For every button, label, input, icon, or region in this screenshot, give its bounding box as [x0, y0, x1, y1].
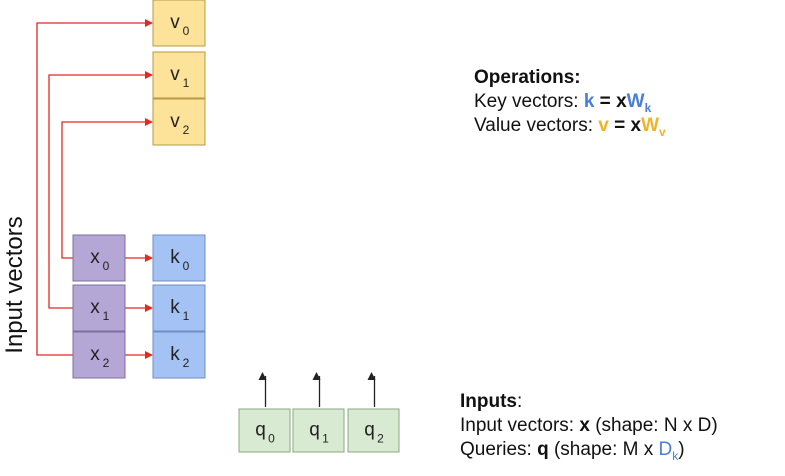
side-label-container: Input vectors: [1, 216, 28, 353]
value-weight-symbol: W: [641, 115, 660, 136]
value-vectors-formula: Value vectors: v = xWv: [474, 114, 666, 138]
query-box-2-subscript: 2: [377, 432, 384, 446]
query-box-1-label: q: [309, 420, 320, 441]
key-box-2-subscript: 2: [183, 356, 190, 370]
key-equals: =: [594, 91, 617, 112]
operations-title: Operations:: [474, 67, 581, 88]
inputs-colon: :: [517, 391, 523, 412]
value-weight-subscript: v: [659, 125, 666, 139]
operations-panel: Operations: Key vectors: k = xWk Value v…: [474, 66, 666, 138]
value-box-0-label: v: [170, 12, 180, 33]
query-box-2-label: q: [364, 420, 375, 441]
query-box-0-subscript: 0: [268, 432, 275, 446]
query-box-1-subscript: 1: [322, 432, 329, 446]
input-shape-text: (shape: N x D): [589, 415, 718, 436]
value-box-0-subscript: 0: [183, 24, 190, 38]
key-x-symbol: x: [616, 91, 627, 112]
key-box-0-subscript: 0: [183, 259, 190, 273]
value-equals: =: [608, 115, 631, 136]
key-vectors-formula: Key vectors: k = xWk: [474, 90, 666, 114]
value-box-2-label: v: [170, 111, 180, 132]
value-x-symbol: x: [630, 115, 642, 136]
query-shape-suffix: ): [678, 439, 685, 460]
inputs-panel: Inputs: Input vectors: x (shape: N x D) …: [460, 390, 718, 462]
input-vectors-side-label: Input vectors: [1, 216, 28, 353]
query-shape-prefix: (shape: M x: [548, 439, 659, 460]
connector-arrows: [36, 19, 376, 407]
query-box-0-label: q: [255, 420, 266, 441]
input-box-1-label: x: [90, 297, 100, 318]
key-box-1-subscript: 1: [183, 309, 190, 323]
query-q-symbol: q: [537, 439, 549, 460]
queries-text: Queries:: [460, 439, 538, 460]
key-vector-symbol: k: [583, 91, 595, 112]
input-x-symbol: x: [579, 415, 590, 436]
input-box-1-subscript: 1: [103, 309, 110, 323]
key-box-0-label: k: [170, 247, 180, 268]
value-vectors-label: Value vectors:: [474, 115, 599, 136]
bus-arrow-x1-to-v1: [48, 71, 153, 309]
query-dim-symbol: D: [658, 439, 673, 460]
key-box-1-label: k: [170, 297, 180, 318]
input-vectors-text: Input vectors:: [460, 415, 580, 436]
input-box-0-label: x: [90, 247, 100, 268]
inputs-heading: Inputs:: [460, 390, 718, 414]
value-box-2-subscript: 2: [183, 123, 190, 137]
key-box-2-label: k: [170, 344, 180, 365]
key-vectors-label: Key vectors:: [474, 91, 584, 112]
value-box-1-label: v: [170, 64, 180, 85]
input-box-2-subscript: 2: [103, 356, 110, 370]
input-box-2-label: x: [90, 344, 100, 365]
value-box-1-subscript: 1: [183, 76, 190, 90]
query-dim-subscript: k: [672, 449, 679, 463]
input-vectors-shape: Input vectors: x (shape: N x D): [460, 414, 718, 438]
key-weight-subscript: k: [644, 101, 652, 115]
inputs-title: Inputs: [460, 391, 517, 412]
queries-shape: Queries: q (shape: M x Dk): [460, 438, 718, 462]
key-weight-symbol: W: [626, 91, 645, 112]
input-box-0-subscript: 0: [103, 259, 110, 273]
bus-arrow-x0-to-v2: [61, 118, 153, 259]
bus-arrow-x2-to-v0: [36, 19, 153, 356]
value-vector-symbol: v: [598, 115, 609, 136]
